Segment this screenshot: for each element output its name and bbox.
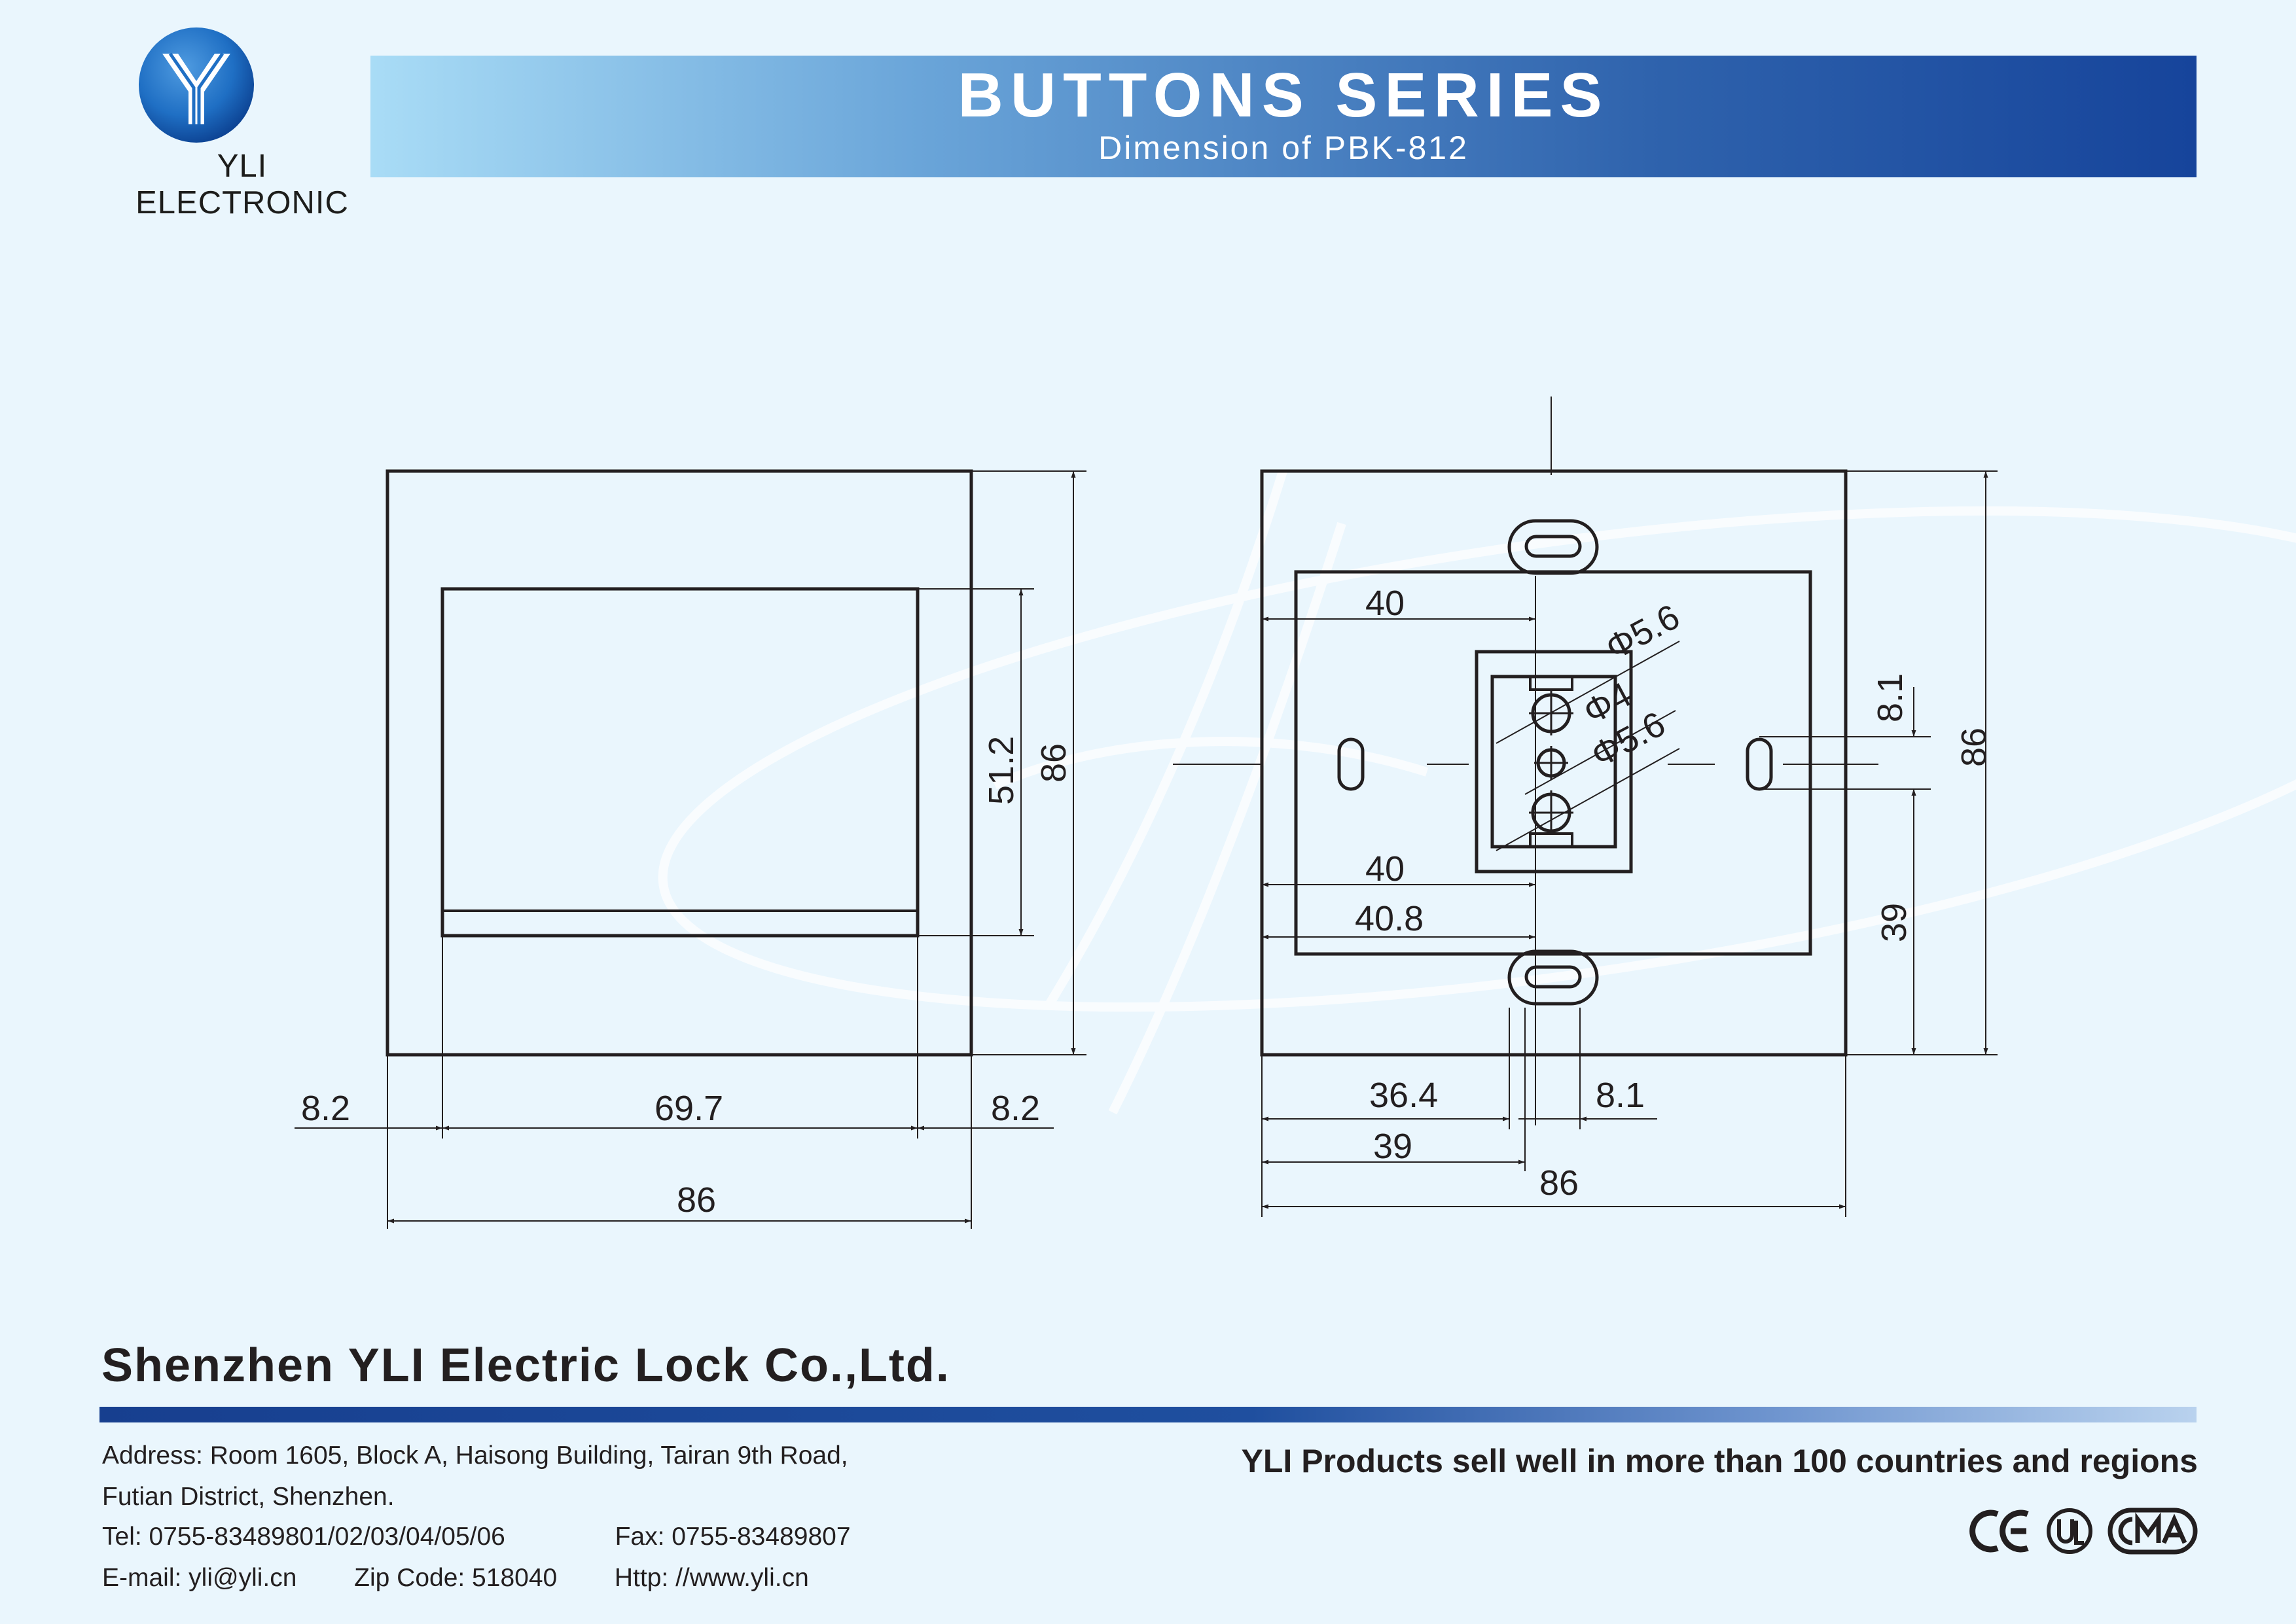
hole-offset-label: 8.1 bbox=[1871, 673, 1910, 722]
slot-left bbox=[1337, 737, 1365, 791]
back-width-label: 86 bbox=[1539, 1163, 1579, 1203]
back-lower-width-a-label: 40 bbox=[1365, 849, 1405, 889]
front-height-label: 86 bbox=[1034, 743, 1073, 783]
back-bottom-c-label: 39 bbox=[1373, 1127, 1412, 1166]
slot-height-label: 39 bbox=[1874, 903, 1914, 942]
email-link[interactable]: E-mail: yli@yli.cn bbox=[102, 1564, 297, 1592]
contact-line-phone: Tel: 0755-83489801/02/03/04/05/06 Fax: 0… bbox=[102, 1523, 851, 1551]
fax-text: Fax: 0755-83489807 bbox=[615, 1523, 851, 1551]
back-lower-width-b-label: 40.8 bbox=[1355, 899, 1424, 938]
brand-name: YLI ELECTRONIC bbox=[135, 149, 349, 221]
footer-rule bbox=[99, 1407, 2197, 1422]
company-name: Shenzhen YLI Electric Lock Co.,Ltd. bbox=[101, 1339, 950, 1392]
front-window-width-label: 69.7 bbox=[655, 1089, 723, 1128]
address-line-1: Address: Room 1605, Block A, Haisong Bui… bbox=[102, 1441, 848, 1470]
page-title: BUTTONS SERIES bbox=[958, 60, 1609, 130]
mounting-lug-bottom bbox=[1507, 949, 1599, 1006]
title-bar: BUTTONS SERIES Dimension of PBK-812 bbox=[370, 56, 2197, 177]
cma-mark-icon bbox=[2108, 1508, 2198, 1555]
brand-logo: YLI ELECTRONIC bbox=[124, 26, 348, 221]
front-view-labels: 86 69.7 8.2 8.2 86 51.2 bbox=[301, 736, 1073, 1220]
back-height-label: 86 bbox=[1954, 728, 1994, 767]
back-bottom-a-label: 36.4 bbox=[1369, 1076, 1438, 1115]
front-view bbox=[295, 469, 1086, 1229]
front-left-margin-label: 8.2 bbox=[301, 1089, 350, 1128]
terminal-block bbox=[1475, 650, 1633, 874]
watermark-signature bbox=[658, 469, 2296, 1115]
mounting-lug-top bbox=[1507, 519, 1599, 575]
back-bottom-b-label: 8.1 bbox=[1596, 1076, 1645, 1115]
address-line-2: Futian District, Shenzhen. bbox=[102, 1483, 395, 1511]
tel-text: Tel: 0755-83489801/02/03/04/05/06 bbox=[102, 1523, 505, 1551]
back-upper-width-label: 40 bbox=[1365, 584, 1405, 623]
front-width-label: 86 bbox=[677, 1180, 716, 1220]
logo-y-icon bbox=[139, 27, 254, 143]
ce-mark-icon bbox=[1969, 1509, 2029, 1553]
slot-right bbox=[1746, 737, 1773, 791]
dimension-drawings: 86 69.7 8.2 8.2 86 51.2 bbox=[295, 397, 2296, 1229]
front-window-height-label: 51.2 bbox=[982, 736, 1021, 805]
back-view-labels: 40 40 40.8 Φ5.6 Φ4 Φ5.6 8.1 39 86 36.4 8… bbox=[1355, 584, 1994, 1203]
page-subtitle: Dimension of PBK-812 bbox=[1098, 130, 1469, 166]
contact-line-web: E-mail: yli@yli.cn Zip Code: 518040 Http… bbox=[102, 1564, 809, 1593]
front-plate bbox=[386, 469, 973, 1057]
slogan: YLI Products sell well in more than 100 … bbox=[1241, 1443, 2198, 1479]
zip-text: Zip Code: 518040 bbox=[354, 1564, 558, 1592]
certification-marks bbox=[1969, 1508, 2198, 1555]
back-view bbox=[1173, 397, 1998, 1217]
front-window bbox=[440, 587, 920, 938]
website-link[interactable]: Http: //www.yli.cn bbox=[614, 1564, 809, 1592]
ul-mark-icon bbox=[2047, 1508, 2092, 1554]
hole-diameter-large-1: Φ5.6 bbox=[1599, 597, 1685, 667]
front-right-margin-label: 8.2 bbox=[991, 1089, 1040, 1128]
back-plate bbox=[1260, 469, 1848, 1057]
